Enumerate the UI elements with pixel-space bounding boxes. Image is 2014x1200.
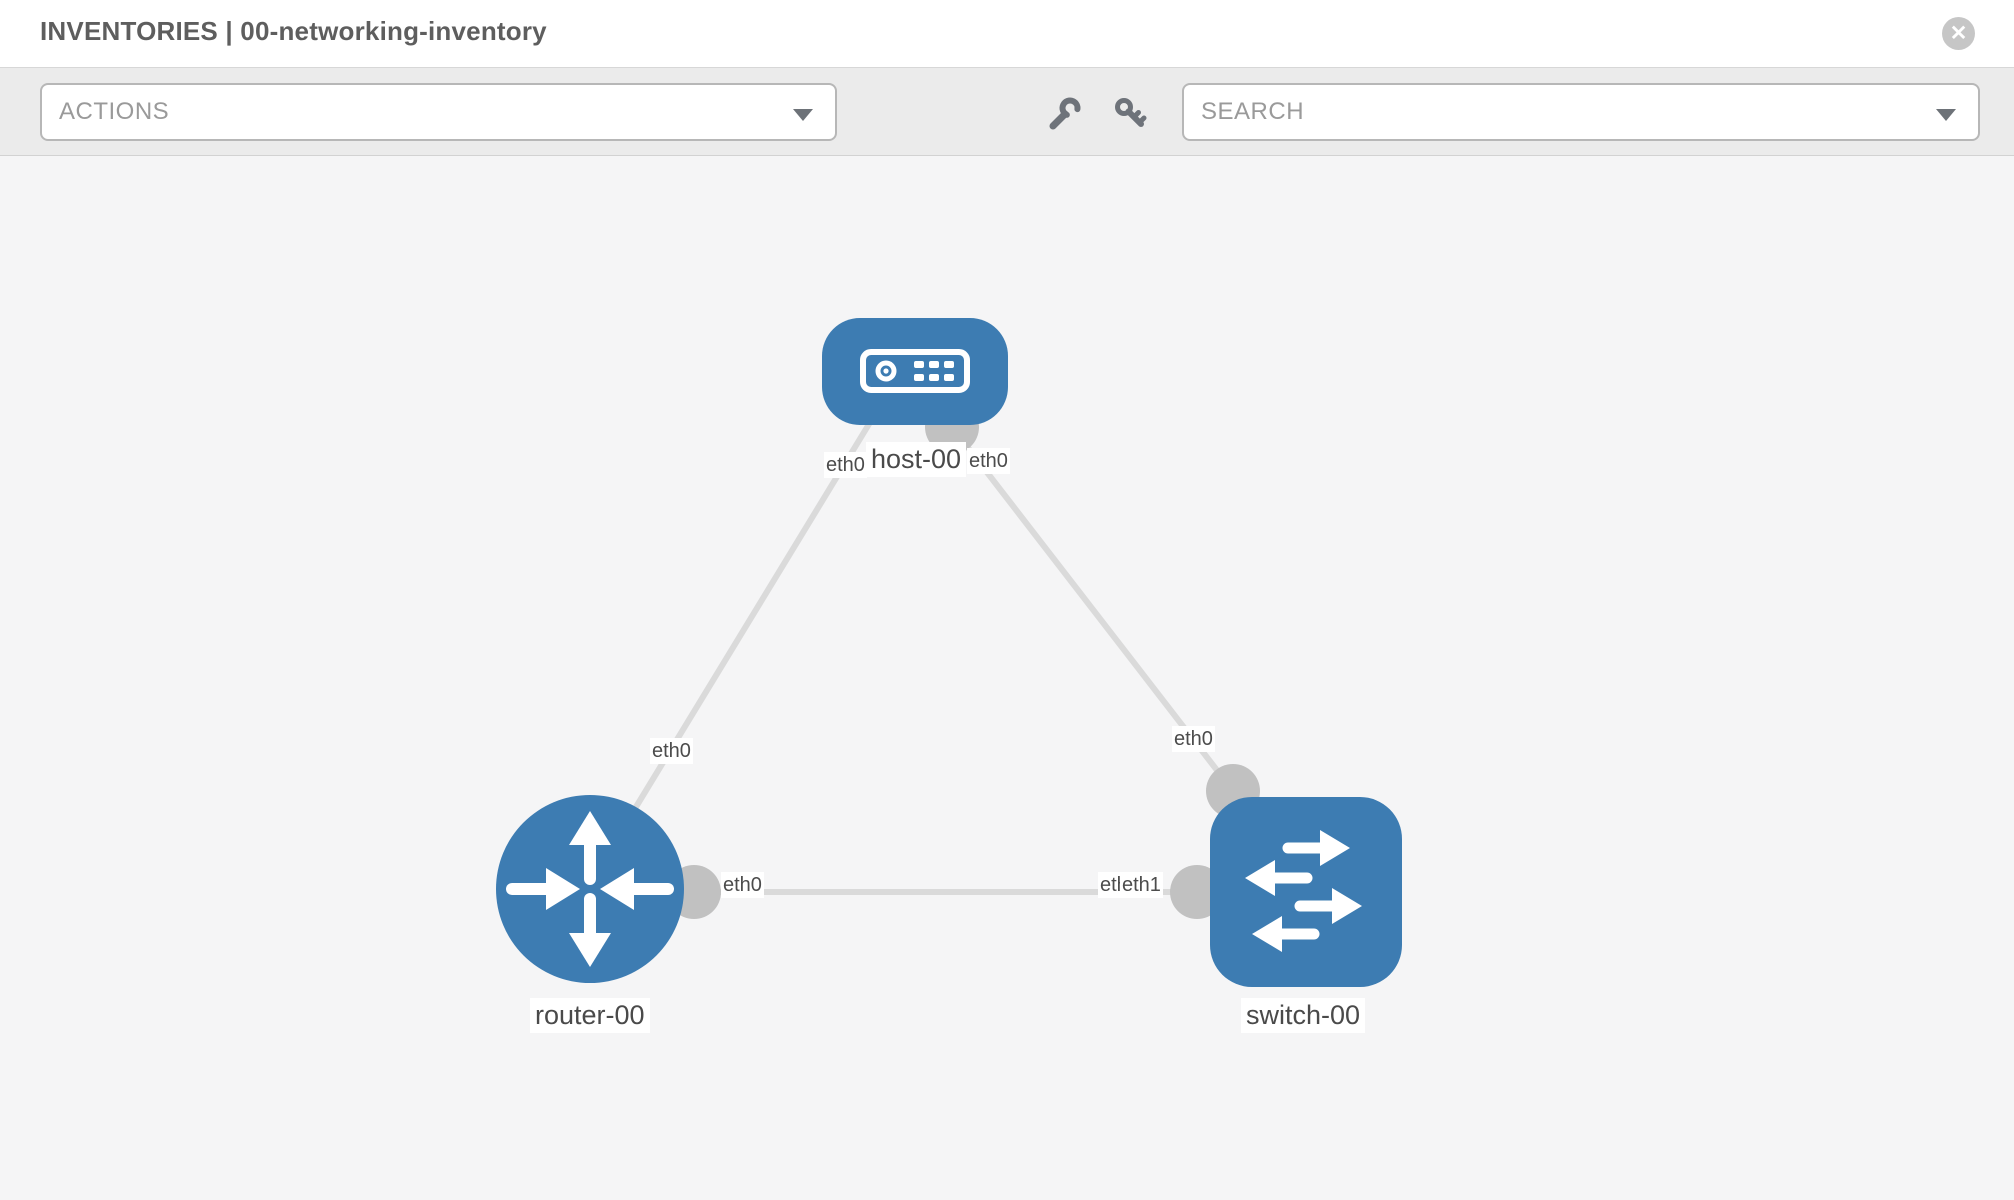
node-label-router: router-00: [530, 998, 650, 1033]
key-button[interactable]: [1108, 92, 1152, 136]
header: INVENTORIES | 00-networking-inventory ✕: [0, 0, 2014, 68]
node-label-switch: switch-00: [1241, 998, 1366, 1033]
node-switch-00[interactable]: [1210, 797, 1402, 987]
close-icon: ✕: [1949, 22, 1968, 45]
links: [622, 404, 1236, 895]
interface-label: eth0: [1172, 726, 1215, 752]
key-icon: [1115, 98, 1147, 127]
node-host-00[interactable]: [822, 318, 1008, 425]
interface-label: eth0: [967, 448, 1010, 474]
interface-label: eth1: [1120, 872, 1163, 898]
topology-canvas[interactable]: eth0 eth0 eth0 eth0 eth0 eth0 eth1 host-…: [0, 156, 2014, 1200]
wrench-icon: [1049, 97, 1081, 130]
router-icon: [506, 811, 674, 967]
switch-icon: [1245, 830, 1362, 952]
close-button[interactable]: ✕: [1942, 17, 1975, 50]
interface-label: eth0: [721, 872, 764, 898]
interface-label: eth0: [650, 738, 693, 764]
host-icon: [860, 349, 970, 393]
interface-label: eth0: [824, 452, 867, 478]
actions-dropdown-label: ACTIONS: [59, 98, 170, 125]
search-dropdown[interactable]: SEARCH: [1182, 83, 1980, 141]
chevron-down-icon: [1936, 109, 1956, 121]
node-label-host: host-00: [866, 442, 967, 477]
node-router-00[interactable]: [496, 795, 684, 983]
connectors: [667, 400, 1260, 919]
search-dropdown-label: SEARCH: [1201, 98, 1305, 125]
wrench-button[interactable]: [1042, 92, 1086, 136]
page-title: INVENTORIES | 00-networking-inventory: [40, 16, 547, 46]
toolbar: ACTIONS SEARCH: [0, 68, 2014, 156]
chevron-down-icon: [793, 109, 813, 121]
actions-dropdown[interactable]: ACTIONS: [40, 83, 837, 141]
